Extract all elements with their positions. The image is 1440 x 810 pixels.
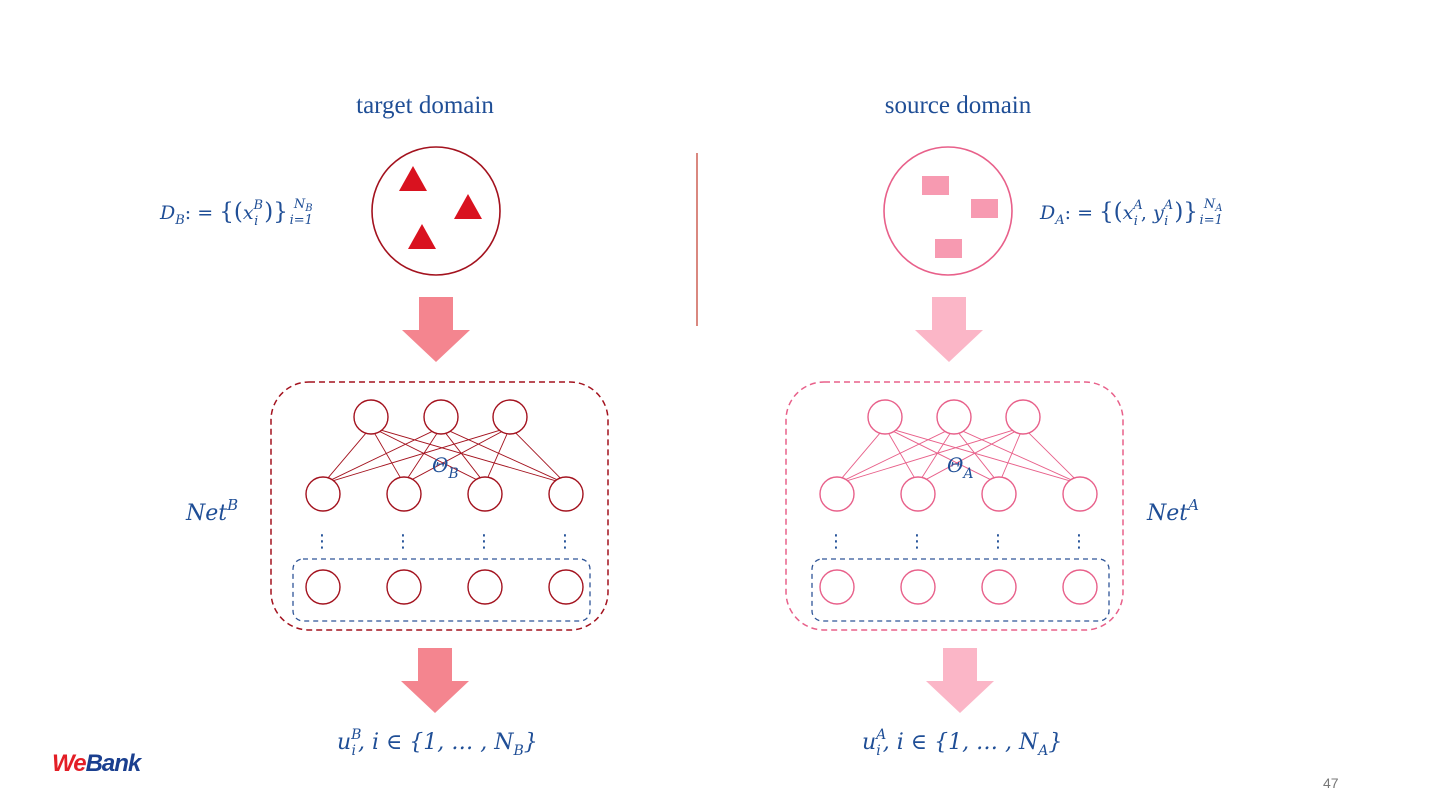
target-sample-triangle [454, 194, 482, 219]
target-sample-triangle [408, 224, 436, 249]
target-input-node [548, 569, 584, 605]
target-edge [370, 426, 567, 485]
target-edge [509, 426, 567, 485]
target-edge [403, 426, 511, 485]
source-sample-rect [971, 199, 998, 218]
source-output-node [867, 399, 903, 435]
target-edge [440, 426, 486, 485]
target-ellipsis: ⋮ [556, 531, 574, 552]
target-down-arrow-bottom [401, 648, 469, 713]
source-ellipsis: ⋮ [989, 531, 1007, 552]
target-hidden-node [305, 476, 341, 512]
source-net-label: NetA [1146, 496, 1199, 526]
source-down-arrow-bottom [926, 648, 994, 713]
target-hidden-node [467, 476, 503, 512]
target-input-node [305, 569, 341, 605]
target-output-node [492, 399, 528, 435]
source-edge [998, 427, 1024, 484]
target-network-box [270, 381, 609, 631]
webank-logo: WeBank [52, 750, 141, 777]
target-ellipsis: ⋮ [394, 531, 412, 552]
source-edge [884, 426, 1000, 485]
source-down-arrow-top [915, 297, 983, 362]
target-hidden-node [386, 476, 422, 512]
source-edge [884, 426, 1081, 485]
target-net-label: NetB [185, 496, 238, 526]
target-input-layer-box [292, 558, 591, 622]
target-edge [322, 426, 442, 485]
source-input-node [819, 569, 855, 605]
source-sample-circle [883, 146, 1013, 276]
source-network-box [785, 381, 1124, 631]
target-down-arrow-top [402, 297, 470, 362]
source-neural-network: ⋮ ⋮ ⋮ ⋮ [819, 399, 1098, 605]
target-sample-circle [371, 146, 501, 276]
target-output-node [423, 399, 459, 435]
source-input-node [1062, 569, 1098, 605]
source-hidden-node [981, 476, 1017, 512]
source-ellipsis: ⋮ [1070, 531, 1088, 552]
target-edge [403, 426, 442, 485]
source-edge [884, 426, 919, 485]
source-hidden-node [1062, 476, 1098, 512]
source-ellipsis: ⋮ [908, 531, 926, 552]
source-edge [836, 426, 1024, 485]
target-sample-triangle [399, 166, 427, 191]
source-edge [953, 426, 1000, 485]
source-params-label: ΘA [947, 453, 974, 482]
source-output-node [1005, 399, 1041, 435]
target-ellipsis: ⋮ [313, 531, 331, 552]
source-edge [953, 426, 1081, 485]
source-domain-title: source domain [885, 92, 1032, 119]
source-input-node [900, 569, 936, 605]
source-sample-rect [935, 239, 962, 258]
source-edge [917, 426, 1024, 485]
source-output-node [936, 399, 972, 435]
target-edge [370, 426, 486, 485]
target-input-node [386, 569, 422, 605]
target-ellipsis: ⋮ [475, 531, 493, 552]
target-output-node [353, 399, 389, 435]
target-domain-title: target domain [356, 92, 494, 119]
target-edge [440, 426, 567, 485]
source-edge [836, 426, 886, 485]
target-neural-network: ⋮ ⋮ ⋮ ⋮ [305, 399, 584, 605]
target-edge [484, 427, 511, 484]
source-edge [917, 426, 955, 485]
target-params-label: ΘB [432, 453, 459, 482]
target-edge [322, 426, 511, 485]
target-input-node [467, 569, 503, 605]
source-input-layer-box [811, 558, 1110, 622]
target-edge [322, 426, 372, 485]
source-ellipsis: ⋮ [827, 531, 845, 552]
source-input-node [981, 569, 1017, 605]
target-edge [370, 426, 405, 485]
source-sample-rect [922, 176, 949, 195]
source-edge [1022, 426, 1081, 485]
page-number: 47 [1323, 775, 1339, 791]
source-hidden-node [819, 476, 855, 512]
target-hidden-node [548, 476, 584, 512]
source-edge [836, 426, 955, 485]
source-hidden-node [900, 476, 936, 512]
